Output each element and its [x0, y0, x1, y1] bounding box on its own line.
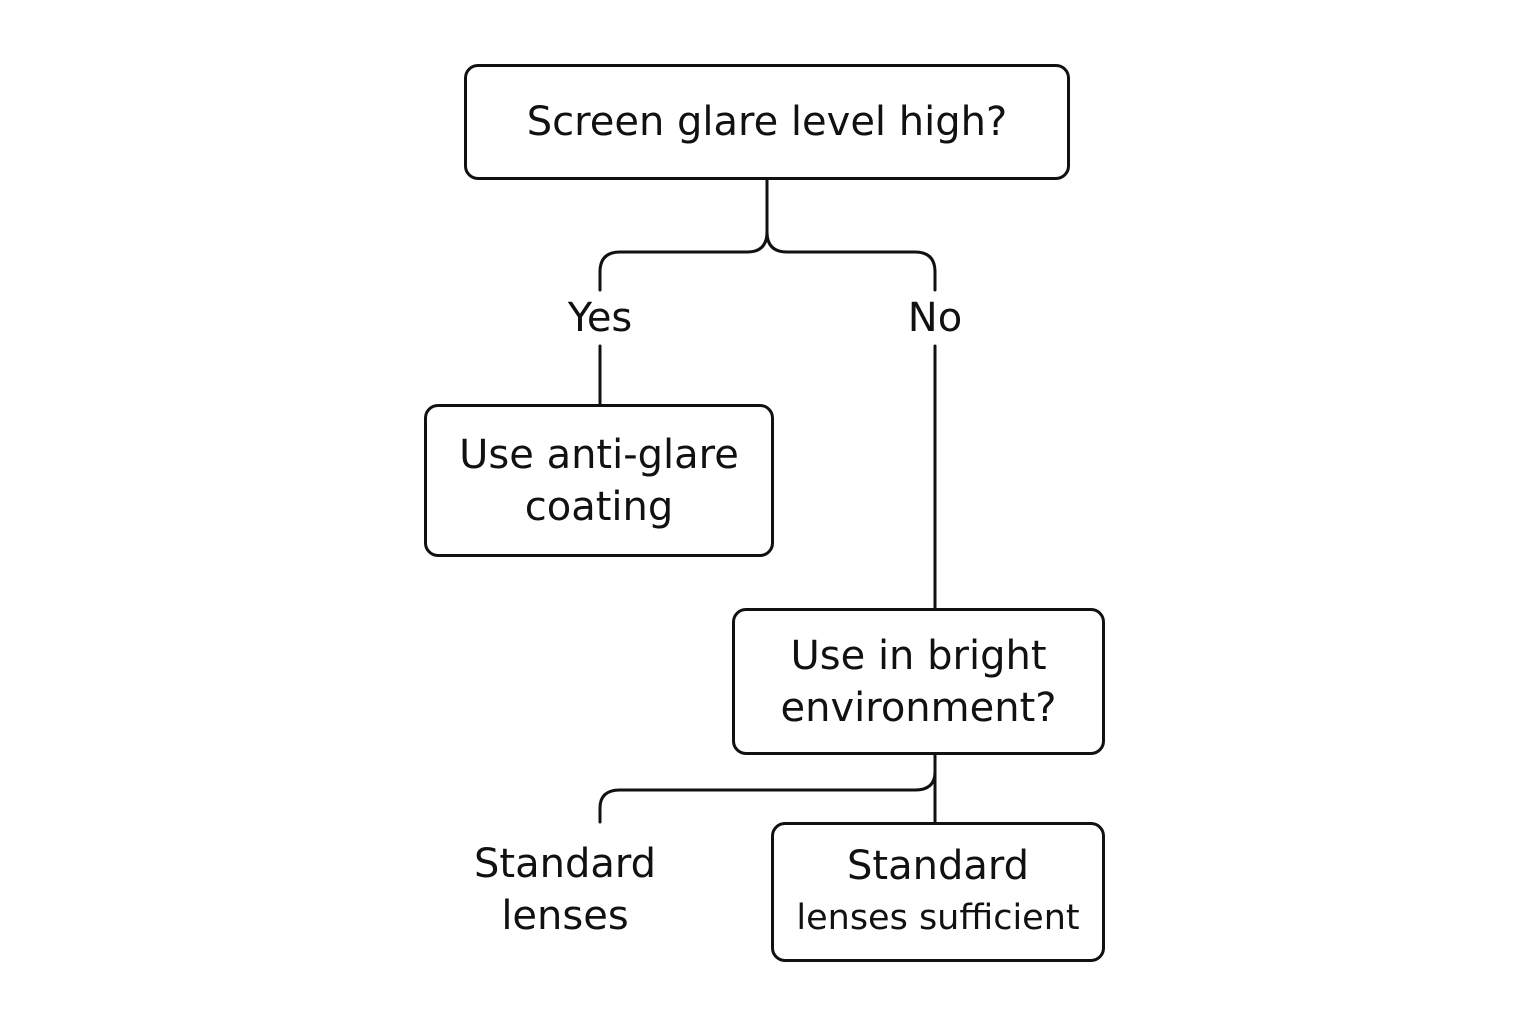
- outcome-anti-glare-coating: Use anti-glare coating: [424, 404, 774, 557]
- node-text: Screen glare level high?: [526, 99, 1008, 145]
- node-text-line-1: Use anti-glare: [459, 431, 739, 478]
- outcome-standard-lenses-sufficient: Standard lenses sufficient: [771, 822, 1105, 962]
- node-text-line-2: environment?: [780, 684, 1057, 731]
- node-text-line-1: Standard: [474, 841, 656, 887]
- node-text-line-2: lenses: [501, 893, 629, 939]
- node-text-line-2: coating: [524, 483, 674, 530]
- outcome-standard-lenses: Standard lenses: [440, 838, 690, 942]
- edge-label-yes: Yes: [540, 292, 660, 344]
- node-text-line-2: lenses sufficient: [796, 898, 1080, 938]
- node-text-line-1: Standard: [847, 843, 1029, 889]
- edge-label-no: No: [885, 292, 985, 344]
- connector-q1-trunk: [598, 178, 769, 292]
- node-text-line-1: Use in bright: [790, 632, 1047, 679]
- connector-q2-left: [598, 753, 937, 824]
- question-screen-glare: Screen glare level high?: [464, 64, 1070, 180]
- connector-q1-right: [765, 230, 937, 292]
- question-bright-environment: Use in bright environment?: [732, 608, 1105, 755]
